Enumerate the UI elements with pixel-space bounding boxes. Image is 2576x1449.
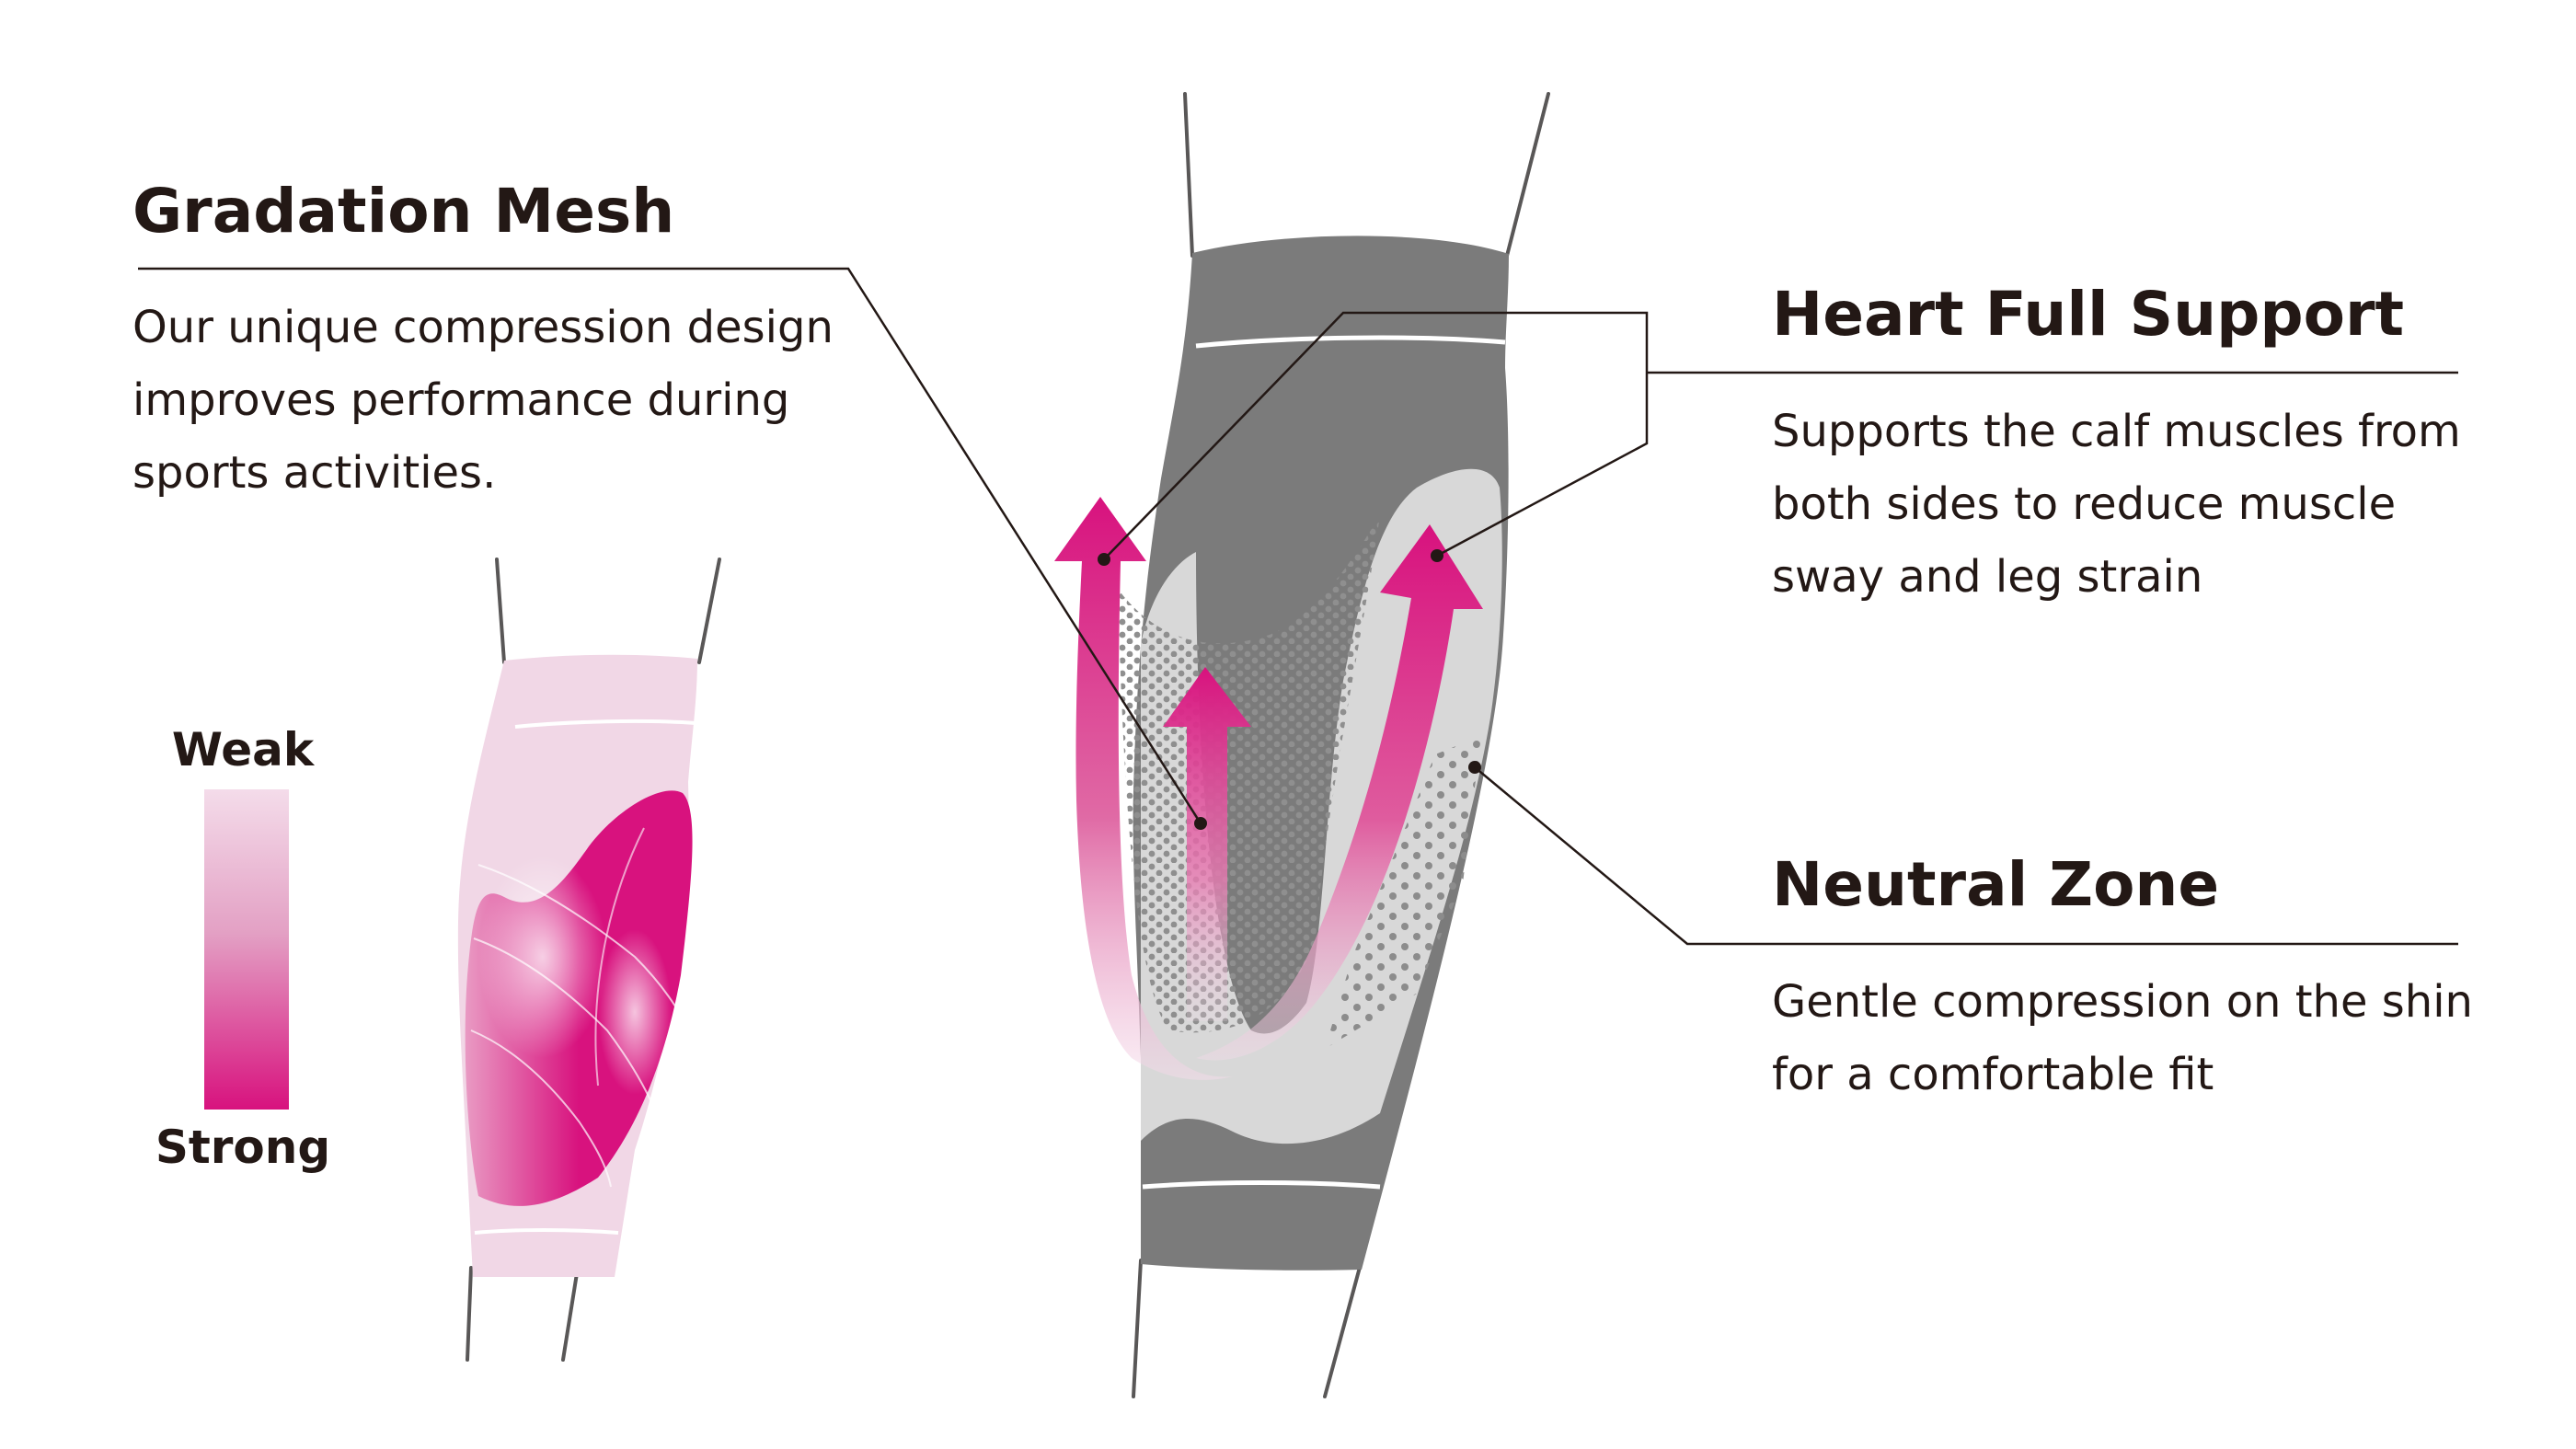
leg-outline-upper-right: [1505, 92, 1550, 258]
gradation-mesh-title: Gradation Mesh: [132, 176, 674, 247]
heart-full-support-text-line: Supports the calf muscles from: [1772, 406, 2461, 457]
sleeve-contour-line: [470, 1029, 612, 1188]
leg-outline-lower-right: [561, 1266, 580, 1362]
scale-gradient-bar: [204, 789, 289, 1110]
heart-full-support-title: Heart Full Support: [1772, 279, 2404, 350]
support-arrow-left: [1054, 497, 1233, 1080]
gradation-mesh-text-line: Our unique compression design: [132, 302, 834, 353]
sleeve-contour-line: [473, 937, 663, 1133]
scale-strong-label: Strong: [155, 1121, 330, 1174]
sleeve-glow: [478, 856, 607, 1058]
heart-full-support-text-line: both sides to reduce muscle: [1772, 478, 2396, 530]
sleeve-band-line: [1142, 1180, 1381, 1190]
compression-scale: Weak Strong: [155, 723, 330, 1174]
scale-weak-label: Weak: [172, 723, 316, 776]
sleeve-contour-line: [594, 827, 645, 1087]
neutral-zone-text-line: Gentle compression on the shin: [1772, 976, 2473, 1028]
support-arrow-right: [1196, 524, 1483, 1061]
sleeve-band-line: [514, 719, 696, 729]
support-arrow-center: [1163, 667, 1251, 1021]
gradation-mesh-text-line: sports activities.: [132, 447, 496, 499]
leg-outline-lower-right: [1323, 1259, 1363, 1398]
gradation-sleeve-illustration: [457, 558, 721, 1362]
heart-full-support-text-line: sway and leg strain: [1772, 551, 2202, 603]
leg-outline-upper-left: [495, 558, 506, 664]
callout-heart-full-support: Heart Full Support Supports the calf mus…: [1772, 279, 2461, 603]
heart-support-leader-upper: [1103, 311, 1649, 560]
leg-outline-lower-left: [466, 1266, 473, 1362]
neutral-zone-leader: [1474, 766, 2458, 946]
sleeve-band-line: [474, 1228, 619, 1235]
sleeve-contour-line: [477, 864, 689, 1031]
neutral-zone-title: Neutral Zone: [1772, 849, 2219, 920]
sleeve-band-line: [1195, 335, 1506, 349]
leg-outline-upper-left: [1183, 92, 1194, 258]
sleeve-glow: [598, 929, 672, 1095]
main-sleeve-illustration: [1054, 92, 1550, 1398]
callout-gradation-mesh: Gradation Mesh Our unique compression de…: [132, 176, 834, 499]
leg-outline-upper-right: [697, 558, 721, 664]
neutral-zone-text-line: for a comfortable fit: [1772, 1049, 2214, 1100]
gradation-mesh-text-line: improves performance during: [132, 374, 789, 426]
leg-outline-lower-left: [1132, 1259, 1143, 1398]
callout-neutral-zone: Neutral Zone Gentle compression on the s…: [1772, 849, 2473, 1100]
gradation-mesh-leader: [138, 267, 1202, 824]
